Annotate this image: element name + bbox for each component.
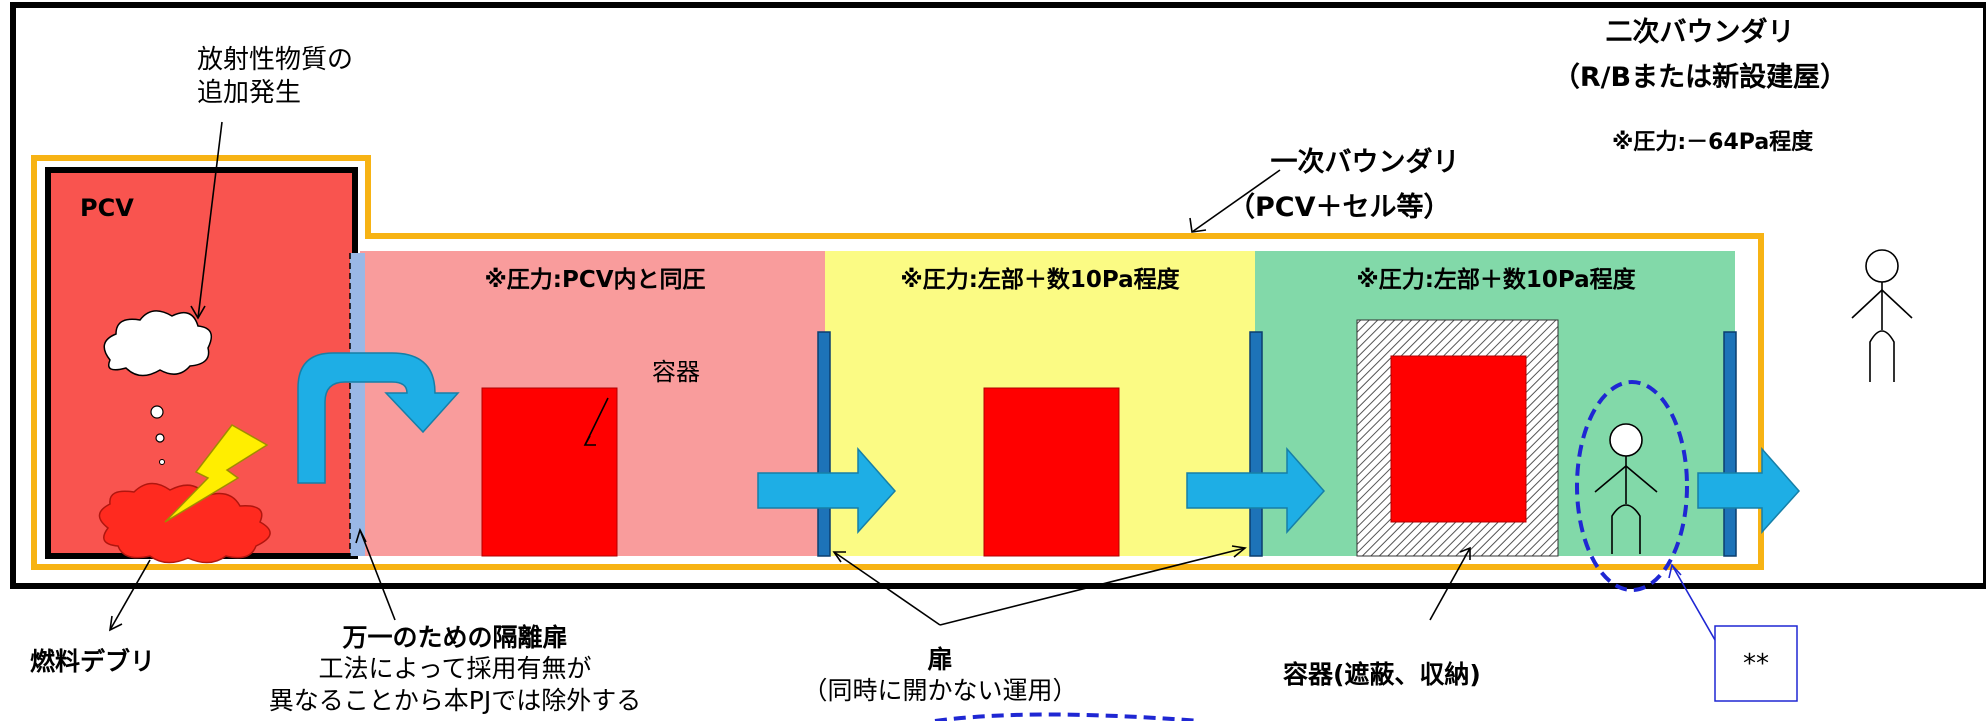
cell1-pressure: ※圧力:PCV内と同圧 — [484, 267, 706, 293]
isolation-door — [350, 253, 365, 556]
bypass-arrow — [297, 352, 460, 484]
pointer-heads — [108, 217, 1471, 632]
door-2 — [1249, 331, 1263, 557]
primary-boundary-outline — [31, 155, 1764, 570]
lightning-icon — [164, 424, 269, 523]
additional-generation-line1: 放射性物質の — [197, 45, 354, 75]
secondary-boundary-pressure: ※圧力:－64Pa程度 — [1612, 130, 1814, 155]
fuel-debris-label: 燃料デブリ — [30, 647, 156, 676]
primary-boundary-title: 一次バウンダリ — [1270, 147, 1460, 178]
pointer-lines — [109, 121, 1471, 631]
cell3-pressure: ※圧力:左部＋数10Pa程度 — [1356, 267, 1636, 293]
isolation-door-line2: 異なることから本PJでは除外する — [268, 685, 642, 715]
primary-boundary-subtitle: （PCV＋セル等） — [1228, 192, 1451, 223]
fuel-debris-shape — [98, 482, 271, 564]
bubble-1 — [150, 405, 164, 419]
container-2 — [983, 387, 1120, 557]
additional-generation-line2: 追加発生 — [197, 77, 302, 108]
secondary-boundary-title: 二次バウンダリ — [1605, 17, 1795, 48]
note-pointer — [1668, 563, 1716, 641]
shielded-container-inner — [1390, 355, 1527, 523]
dashed-circle — [1575, 380, 1689, 592]
bubble-2 — [155, 433, 165, 443]
door-title: 扉 — [927, 645, 953, 674]
bubble-3 — [159, 459, 165, 465]
note-box-text: ** — [1743, 649, 1769, 679]
shielded-container-label: 容器(遮蔽、収納) — [1283, 660, 1481, 689]
additional-generation-label: 放射性物質の 追加発生 — [197, 44, 353, 109]
isolation-door-line1: 工法によって採用有無が — [318, 654, 592, 684]
person-inside-icon — [1594, 423, 1658, 554]
flow-arrow-3 — [1697, 447, 1801, 534]
door-1 — [817, 331, 831, 557]
cloud-shape — [103, 310, 213, 377]
pcv-label: PCV — [80, 194, 134, 222]
container-1 — [481, 387, 618, 557]
door-note: （同時に開かない運用） — [802, 676, 1078, 706]
isolation-door-title: 万一のための隔離扉 — [342, 623, 568, 652]
door-label: 扉 （同時に開かない運用） — [770, 644, 1110, 707]
secondary-boundary-subtitle: （R/Bまたは新設建屋） — [1552, 62, 1848, 93]
flow-arrow-2 — [1186, 447, 1326, 534]
person-outside-icon — [1851, 249, 1913, 382]
flow-arrow-1 — [757, 447, 897, 534]
container-label: 容器 — [652, 358, 700, 386]
cell2-pressure: ※圧力:左部＋数10Pa程度 — [900, 267, 1180, 293]
dashed-circle-bottom — [934, 712, 1201, 721]
isolation-door-label: 万一のための隔離扉 工法によって採用有無が 異なることから本PJでは除外する — [215, 622, 695, 716]
note-box — [1714, 625, 1798, 702]
door-3 — [1723, 331, 1737, 557]
